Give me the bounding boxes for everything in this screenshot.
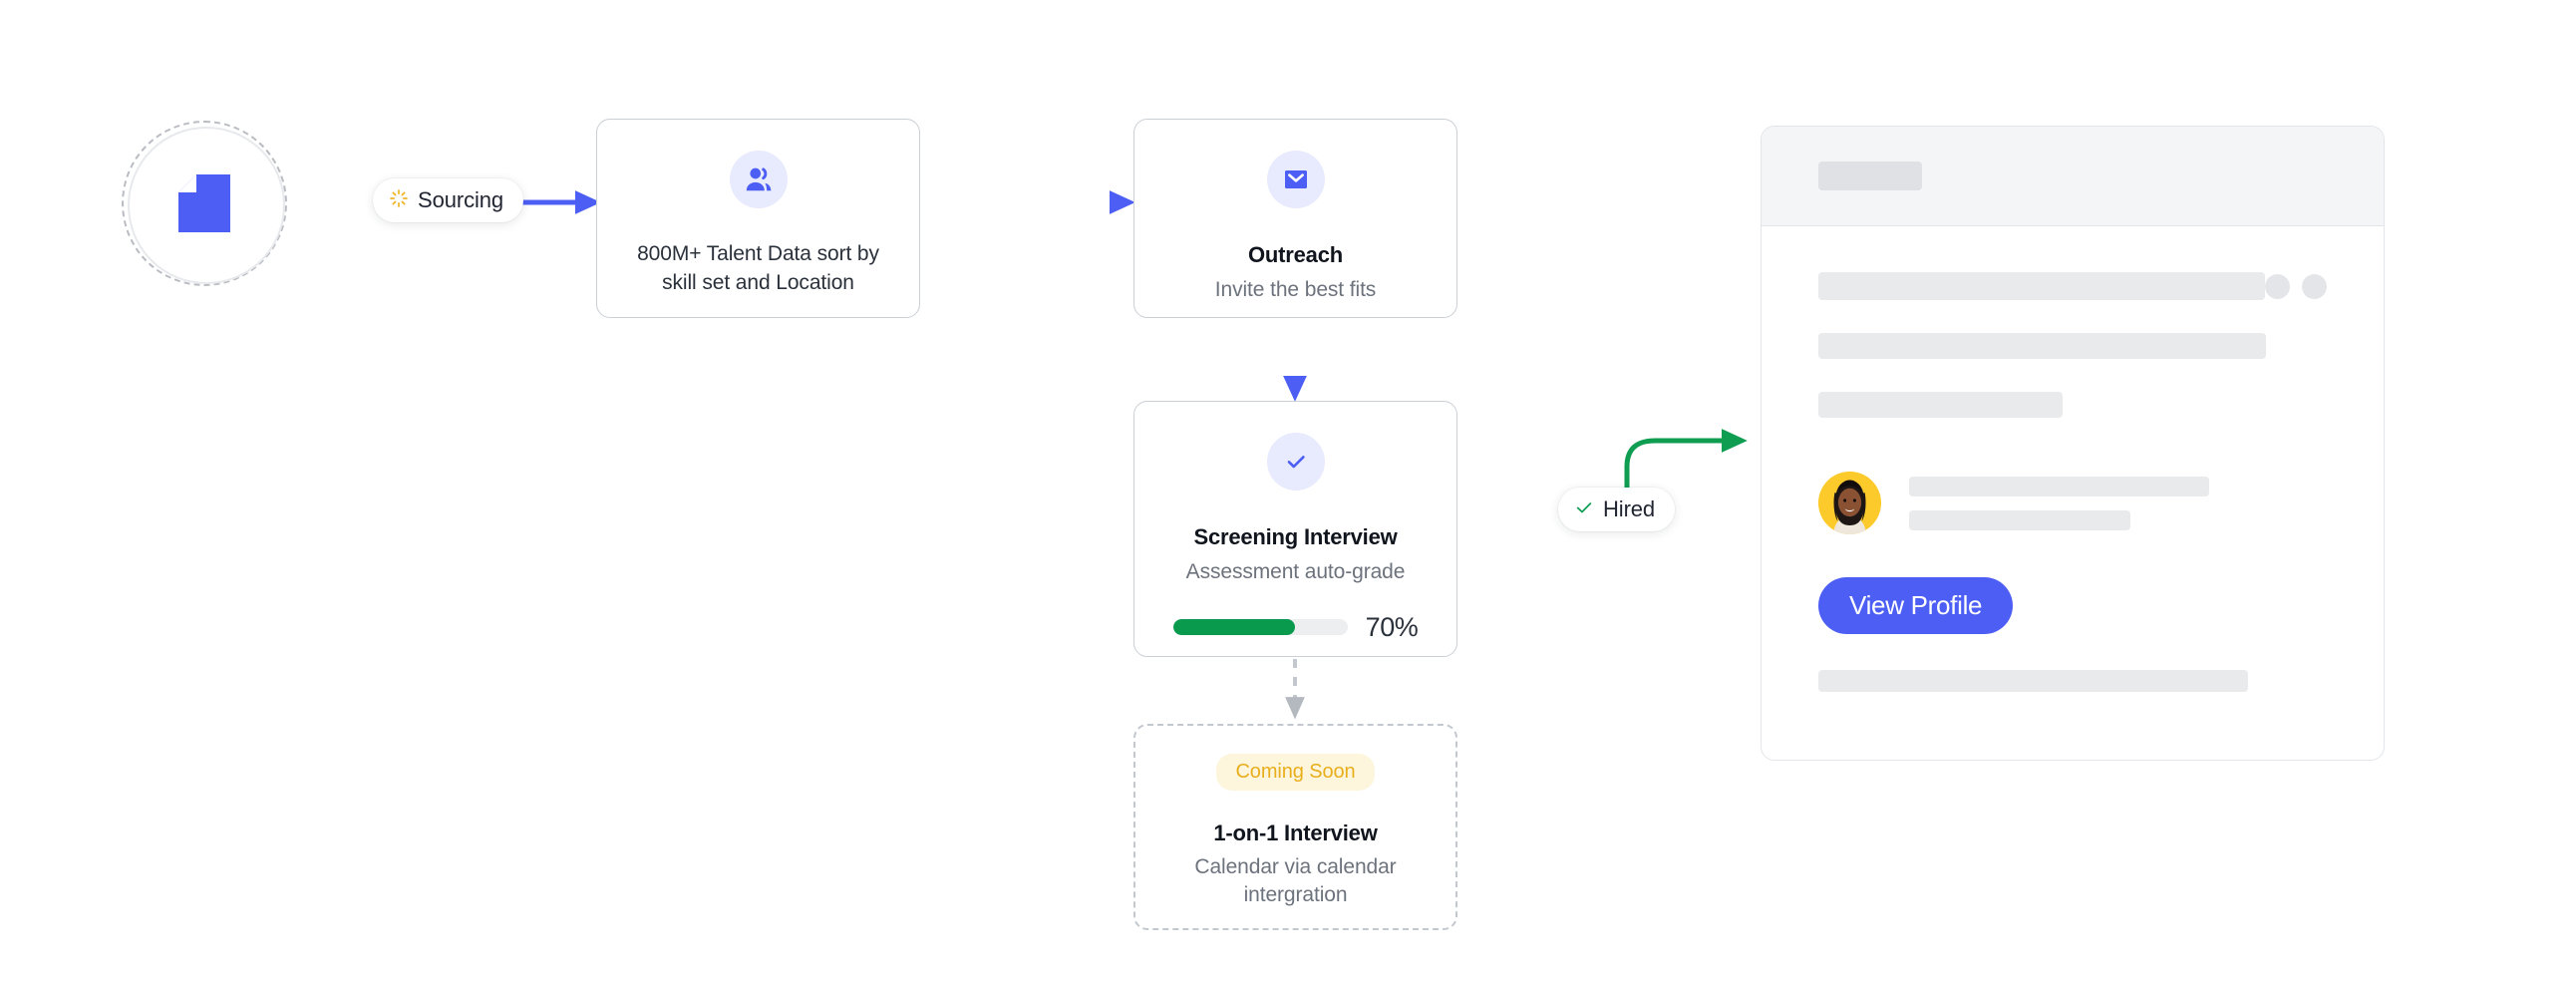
dashed-ring xyxy=(122,121,287,286)
card-one-on-one-title: 1-on-1 Interview xyxy=(1213,821,1378,845)
candidate-name-placeholders xyxy=(1909,476,2209,530)
progress-track xyxy=(1172,619,1348,636)
hired-status-pill[interactable]: Hired xyxy=(1558,488,1676,531)
preview-title-row xyxy=(1818,272,2327,300)
header-placeholder-block xyxy=(1818,162,1922,190)
people-icon xyxy=(729,151,788,208)
coming-soon-badge: Coming Soon xyxy=(1216,754,1375,791)
preview-action-dots xyxy=(2265,273,2327,299)
card-screening-subtitle: Assessment auto-grade xyxy=(1185,560,1406,583)
card-one-on-one-interview[interactable]: Coming Soon 1-on-1 Interview Calendar vi… xyxy=(1133,724,1457,930)
candidate-row xyxy=(1818,472,2327,534)
action-dot-1[interactable] xyxy=(2265,273,2290,299)
placeholder-line-footer xyxy=(1818,670,2248,692)
solid-ring xyxy=(128,127,285,284)
card-talent-data[interactable]: 800M+ Talent Data sort by skill set and … xyxy=(596,119,920,318)
candidate-preview-panel: View Profile xyxy=(1761,126,2385,761)
card-one-on-one-subtitle: Calendar via calendar intergration xyxy=(1194,855,1397,906)
preview-body: View Profile xyxy=(1762,226,2384,692)
check-icon xyxy=(1574,497,1594,522)
placeholder-line-3 xyxy=(1818,392,2063,418)
candidate-avatar xyxy=(1818,472,1881,534)
view-profile-button[interactable]: View Profile xyxy=(1818,577,2014,634)
card-talent-text: 800M+ Talent Data sort by skill set and … xyxy=(637,242,879,294)
card-screening-title: Screening Interview xyxy=(1193,524,1398,549)
card-outreach-title: Outreach xyxy=(1248,242,1343,267)
check-circle-icon xyxy=(1266,433,1325,491)
action-dot-2[interactable] xyxy=(2302,273,2327,299)
document-icon xyxy=(178,174,230,232)
progress-fill xyxy=(1172,619,1296,636)
hired-label: Hired xyxy=(1603,496,1656,521)
screening-progress: 70% xyxy=(1172,611,1419,643)
source-logo-node xyxy=(122,121,287,286)
card-outreach[interactable]: Outreach Invite the best fits xyxy=(1133,119,1457,318)
card-screening-interview[interactable]: Screening Interview Assessment auto-grad… xyxy=(1133,401,1457,657)
sourcing-status-pill[interactable]: Sourcing xyxy=(373,178,524,222)
placeholder-candidate-name xyxy=(1909,476,2209,496)
progress-value-label: 70% xyxy=(1365,611,1419,642)
loading-spinner-icon xyxy=(389,188,409,213)
card-outreach-subtitle: Invite the best fits xyxy=(1214,278,1377,301)
envelope-icon xyxy=(1266,151,1325,208)
preview-header-bar xyxy=(1762,127,2384,226)
sourcing-label: Sourcing xyxy=(418,187,504,212)
placeholder-candidate-role xyxy=(1909,509,2130,530)
placeholder-line-2 xyxy=(1818,333,2266,359)
placeholder-line-title xyxy=(1818,272,2265,300)
